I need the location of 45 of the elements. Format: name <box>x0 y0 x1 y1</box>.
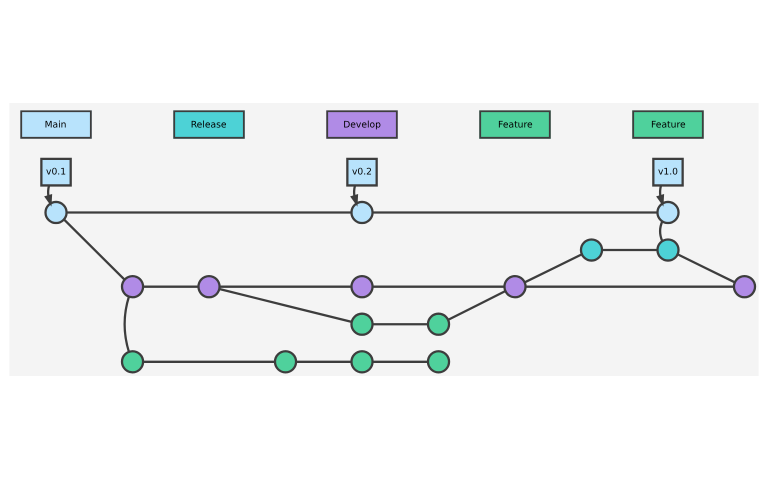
node-box: v1.0 <box>652 158 684 187</box>
connector <box>123 296 130 352</box>
node-circle <box>580 238 604 262</box>
connector <box>296 360 352 363</box>
connector <box>372 323 428 326</box>
node-circle <box>274 350 298 374</box>
connector <box>658 220 664 242</box>
legend-label: Main <box>44 119 66 130</box>
node-circle <box>120 350 144 374</box>
legend-label: Release <box>190 119 226 130</box>
legend-label: Feature <box>498 119 533 130</box>
legend-label: Feature <box>651 119 686 130</box>
connector <box>372 286 504 288</box>
connector <box>372 211 658 214</box>
node-circle <box>656 200 680 224</box>
arrow <box>350 185 358 207</box>
node-circle <box>350 275 374 298</box>
node-box: v0.1 <box>40 158 72 187</box>
node-circle <box>426 350 450 374</box>
connector <box>66 211 352 214</box>
node-circle <box>732 275 756 298</box>
node-circle <box>350 350 374 374</box>
connector <box>143 360 275 363</box>
connector <box>677 253 736 284</box>
node-circle <box>197 275 221 298</box>
arrow <box>656 185 664 207</box>
node-circle <box>503 275 527 298</box>
node-circle <box>426 312 450 336</box>
arrow <box>44 185 52 207</box>
connector <box>372 360 428 363</box>
node-circle <box>656 238 680 262</box>
node-circle <box>350 200 374 224</box>
connector <box>526 286 734 288</box>
connector <box>220 286 352 288</box>
connector <box>524 253 582 284</box>
connector <box>143 286 198 288</box>
legend-label: Develop <box>343 119 381 130</box>
node-circle <box>120 275 144 298</box>
node-circle <box>44 200 68 224</box>
connector <box>448 290 506 321</box>
connector <box>219 288 352 323</box>
node-box: v0.2 <box>346 158 378 187</box>
node-circle <box>350 312 374 336</box>
connector <box>63 218 126 281</box>
connector <box>602 248 658 252</box>
